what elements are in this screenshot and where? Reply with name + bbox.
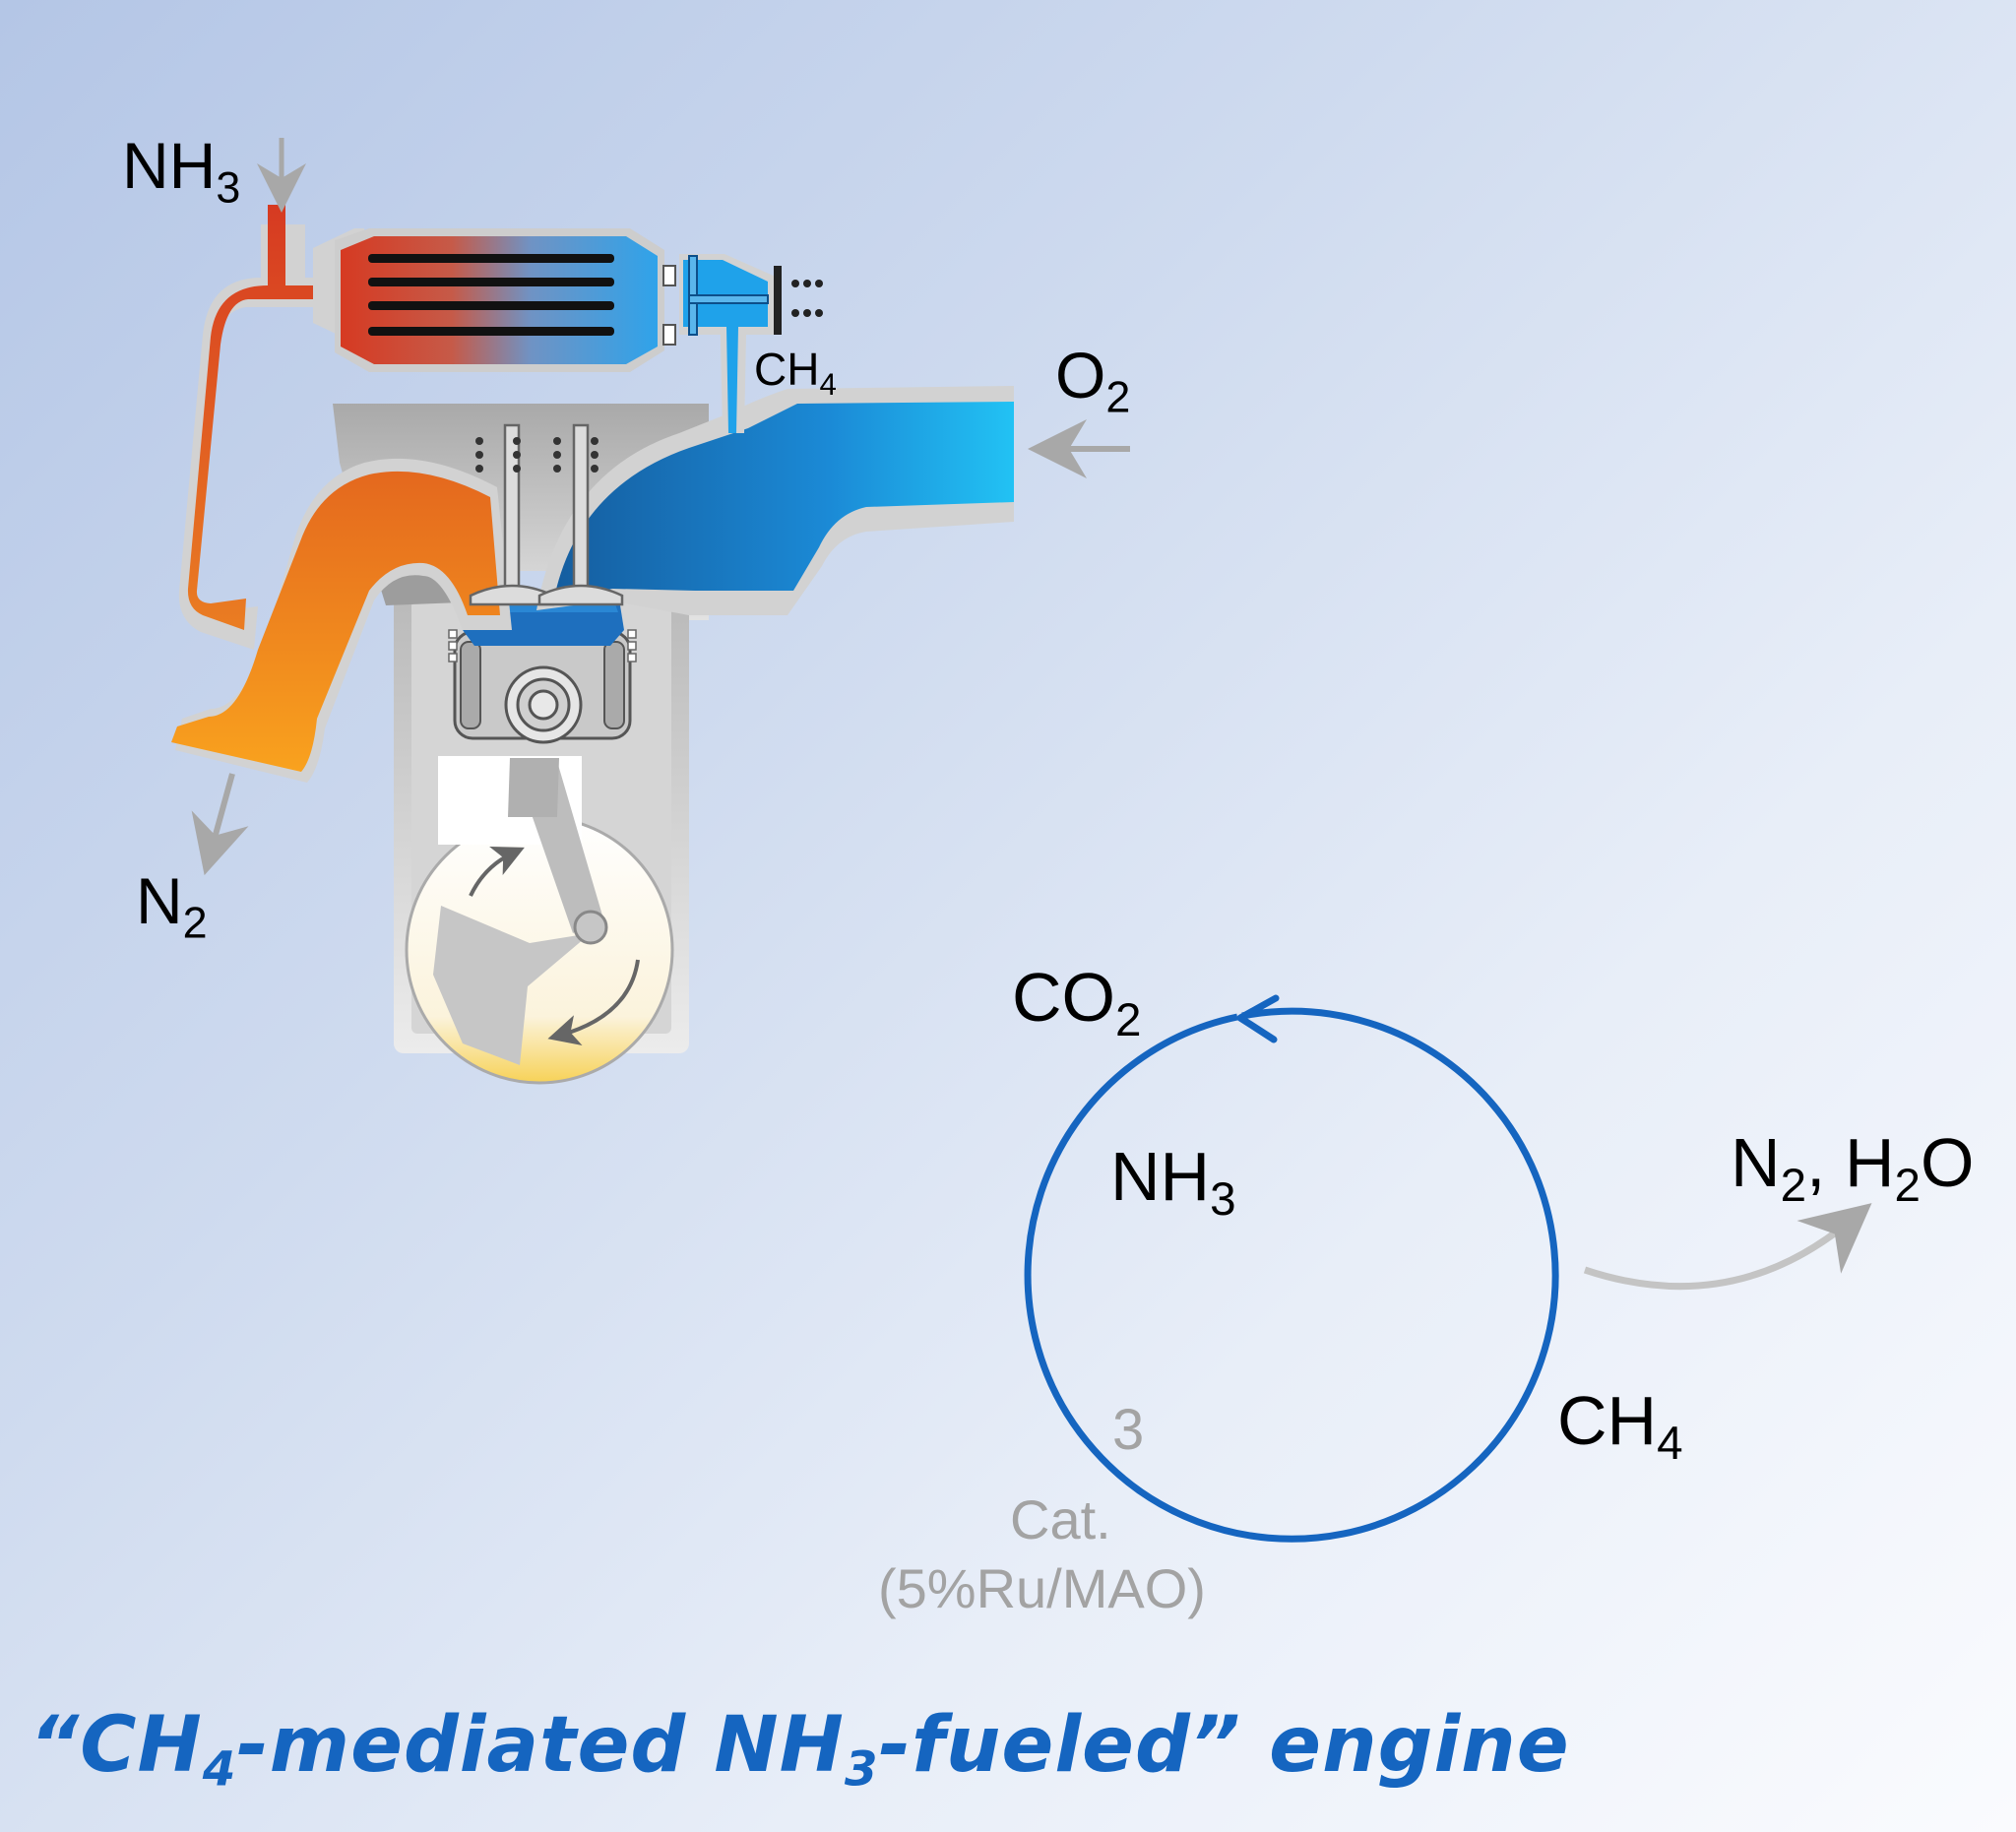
product-arrow [1583,1203,1872,1291]
methane-injector [662,254,823,433]
oxygen-inlet-label: O2 [1055,339,1131,422]
carbon-dioxide-label: CO2 [1012,959,1142,1047]
cycle-methane-label: CH4 [1557,1382,1683,1471]
products-label: N2, H2O [1731,1124,1975,1213]
cycle-circle [1024,1007,1559,1543]
reformer-canister [313,228,664,372]
engine-block [372,541,704,1085]
valves [469,423,624,606]
exhaust-manifold [171,458,512,783]
catalytic-cycle [1024,994,1872,1543]
intake-manifold [536,386,1014,615]
valve-springs [475,437,598,473]
cycle-number: 3 [1112,1398,1145,1462]
cycle-arrowhead [1236,994,1280,1043]
ammonia-feed-pipe [178,205,325,650]
catalyst-label: Cat. [1010,1488,1111,1550]
diagram-caption: “CH4-mediated NH3-fueled” engine [30,1701,1570,1798]
catalyst-composition: (5%Ru/MAO) [878,1557,1206,1619]
nitrogen-outlet-label: N2 [136,864,208,948]
cycle-ammonia-label: NH3 [1110,1138,1236,1227]
nitrogen-outlet-arrow [191,773,249,876]
methane-label: CH4 [754,344,837,402]
ammonia-inlet-label: NH3 [122,129,241,213]
